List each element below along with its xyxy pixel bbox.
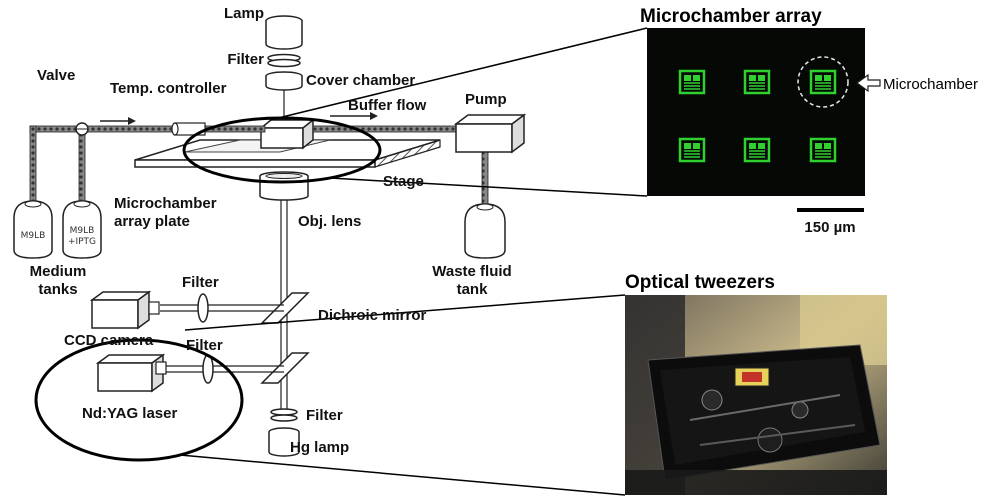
medium-tank-2 [62, 200, 102, 259]
microchamber-cell [743, 137, 771, 163]
label-waste-fluid-2: tank [457, 281, 489, 298]
microchamber-cell [809, 137, 837, 163]
pump-box [453, 113, 527, 154]
label-waste-fluid-1: Waste fluid [432, 263, 511, 280]
filter-top-shape [265, 53, 303, 91]
label-laser: Nd:YAG laser [82, 405, 177, 422]
tank1-label: M9LB [21, 231, 46, 241]
label-ccd-camera: CCD camera [64, 332, 154, 349]
microchamber-callout-label: Microchamber [883, 76, 978, 93]
label-filter-hg: Filter [306, 407, 343, 424]
lens-laser [202, 354, 214, 384]
label-stage: Stage [383, 173, 424, 190]
label-pump: Pump [465, 91, 507, 108]
tank2-label-1: M9LB [70, 226, 95, 236]
label-cover-chamber: Cover chamber [306, 72, 415, 89]
label-filter-top: Filter [227, 51, 264, 68]
buffer-flow-arrow [330, 112, 378, 120]
label-microchamber-array-plate-2: array plate [114, 213, 190, 230]
lens-ccd [197, 293, 209, 323]
cover-chamber-box [258, 118, 316, 150]
medium-tank-1 [13, 200, 53, 259]
microchamber-cell [743, 69, 771, 95]
label-temp-controller: Temp. controller [110, 80, 227, 97]
hg-lamp-shape [268, 427, 300, 457]
label-microchamber-array-plate-1: Microchamber [114, 195, 217, 212]
dichroic-mirror-2 [260, 352, 310, 384]
valve-shape [75, 122, 89, 136]
label-obj-lens: Obj. lens [298, 213, 361, 230]
label-lamp: Lamp [224, 5, 264, 22]
scale-bar-label: 150 µm [804, 219, 855, 236]
label-hg-lamp: Hg lamp [290, 439, 349, 456]
label-filter-ccd: Filter [182, 274, 219, 291]
lamp-unit [265, 15, 303, 50]
label-buffer-flow: Buffer flow [348, 97, 427, 114]
flow-arrow-in [100, 117, 136, 125]
microchamber-image [647, 28, 865, 196]
highlight-chamber-ellipse [182, 116, 382, 184]
microchamber-cell [678, 69, 706, 95]
hg-filter-shape [270, 408, 298, 422]
laser-box [95, 353, 167, 393]
connector-lines [179, 27, 648, 496]
label-valve: Valve [37, 67, 75, 84]
label-medium-tanks-1: Medium [30, 263, 87, 280]
microchamber-grid [678, 69, 837, 163]
microchamber-panel-title: Microchamber array [640, 6, 822, 27]
label-dichroic-mirror: Dichroic mirror [318, 307, 427, 324]
waste-tank [464, 203, 506, 259]
microchamber-cell [809, 69, 837, 95]
tweezers-panel-title: Optical tweezers [625, 272, 775, 293]
dichroic-mirror-1 [260, 292, 310, 324]
microchamber-cell [678, 137, 706, 163]
highlight-laser-ellipse [34, 338, 244, 462]
label-medium-tanks-2: tanks [38, 281, 77, 298]
tank2-label-2: +IPTG [68, 237, 96, 247]
optical-tweezers-photo [625, 295, 887, 495]
path-to-ccd [160, 304, 284, 312]
label-filter-laser: Filter [186, 337, 223, 354]
ccd-camera [89, 290, 160, 330]
objective-lens [259, 171, 309, 201]
microchamber-highlight-circle [797, 56, 849, 108]
callout-arrow-icon [855, 73, 881, 93]
